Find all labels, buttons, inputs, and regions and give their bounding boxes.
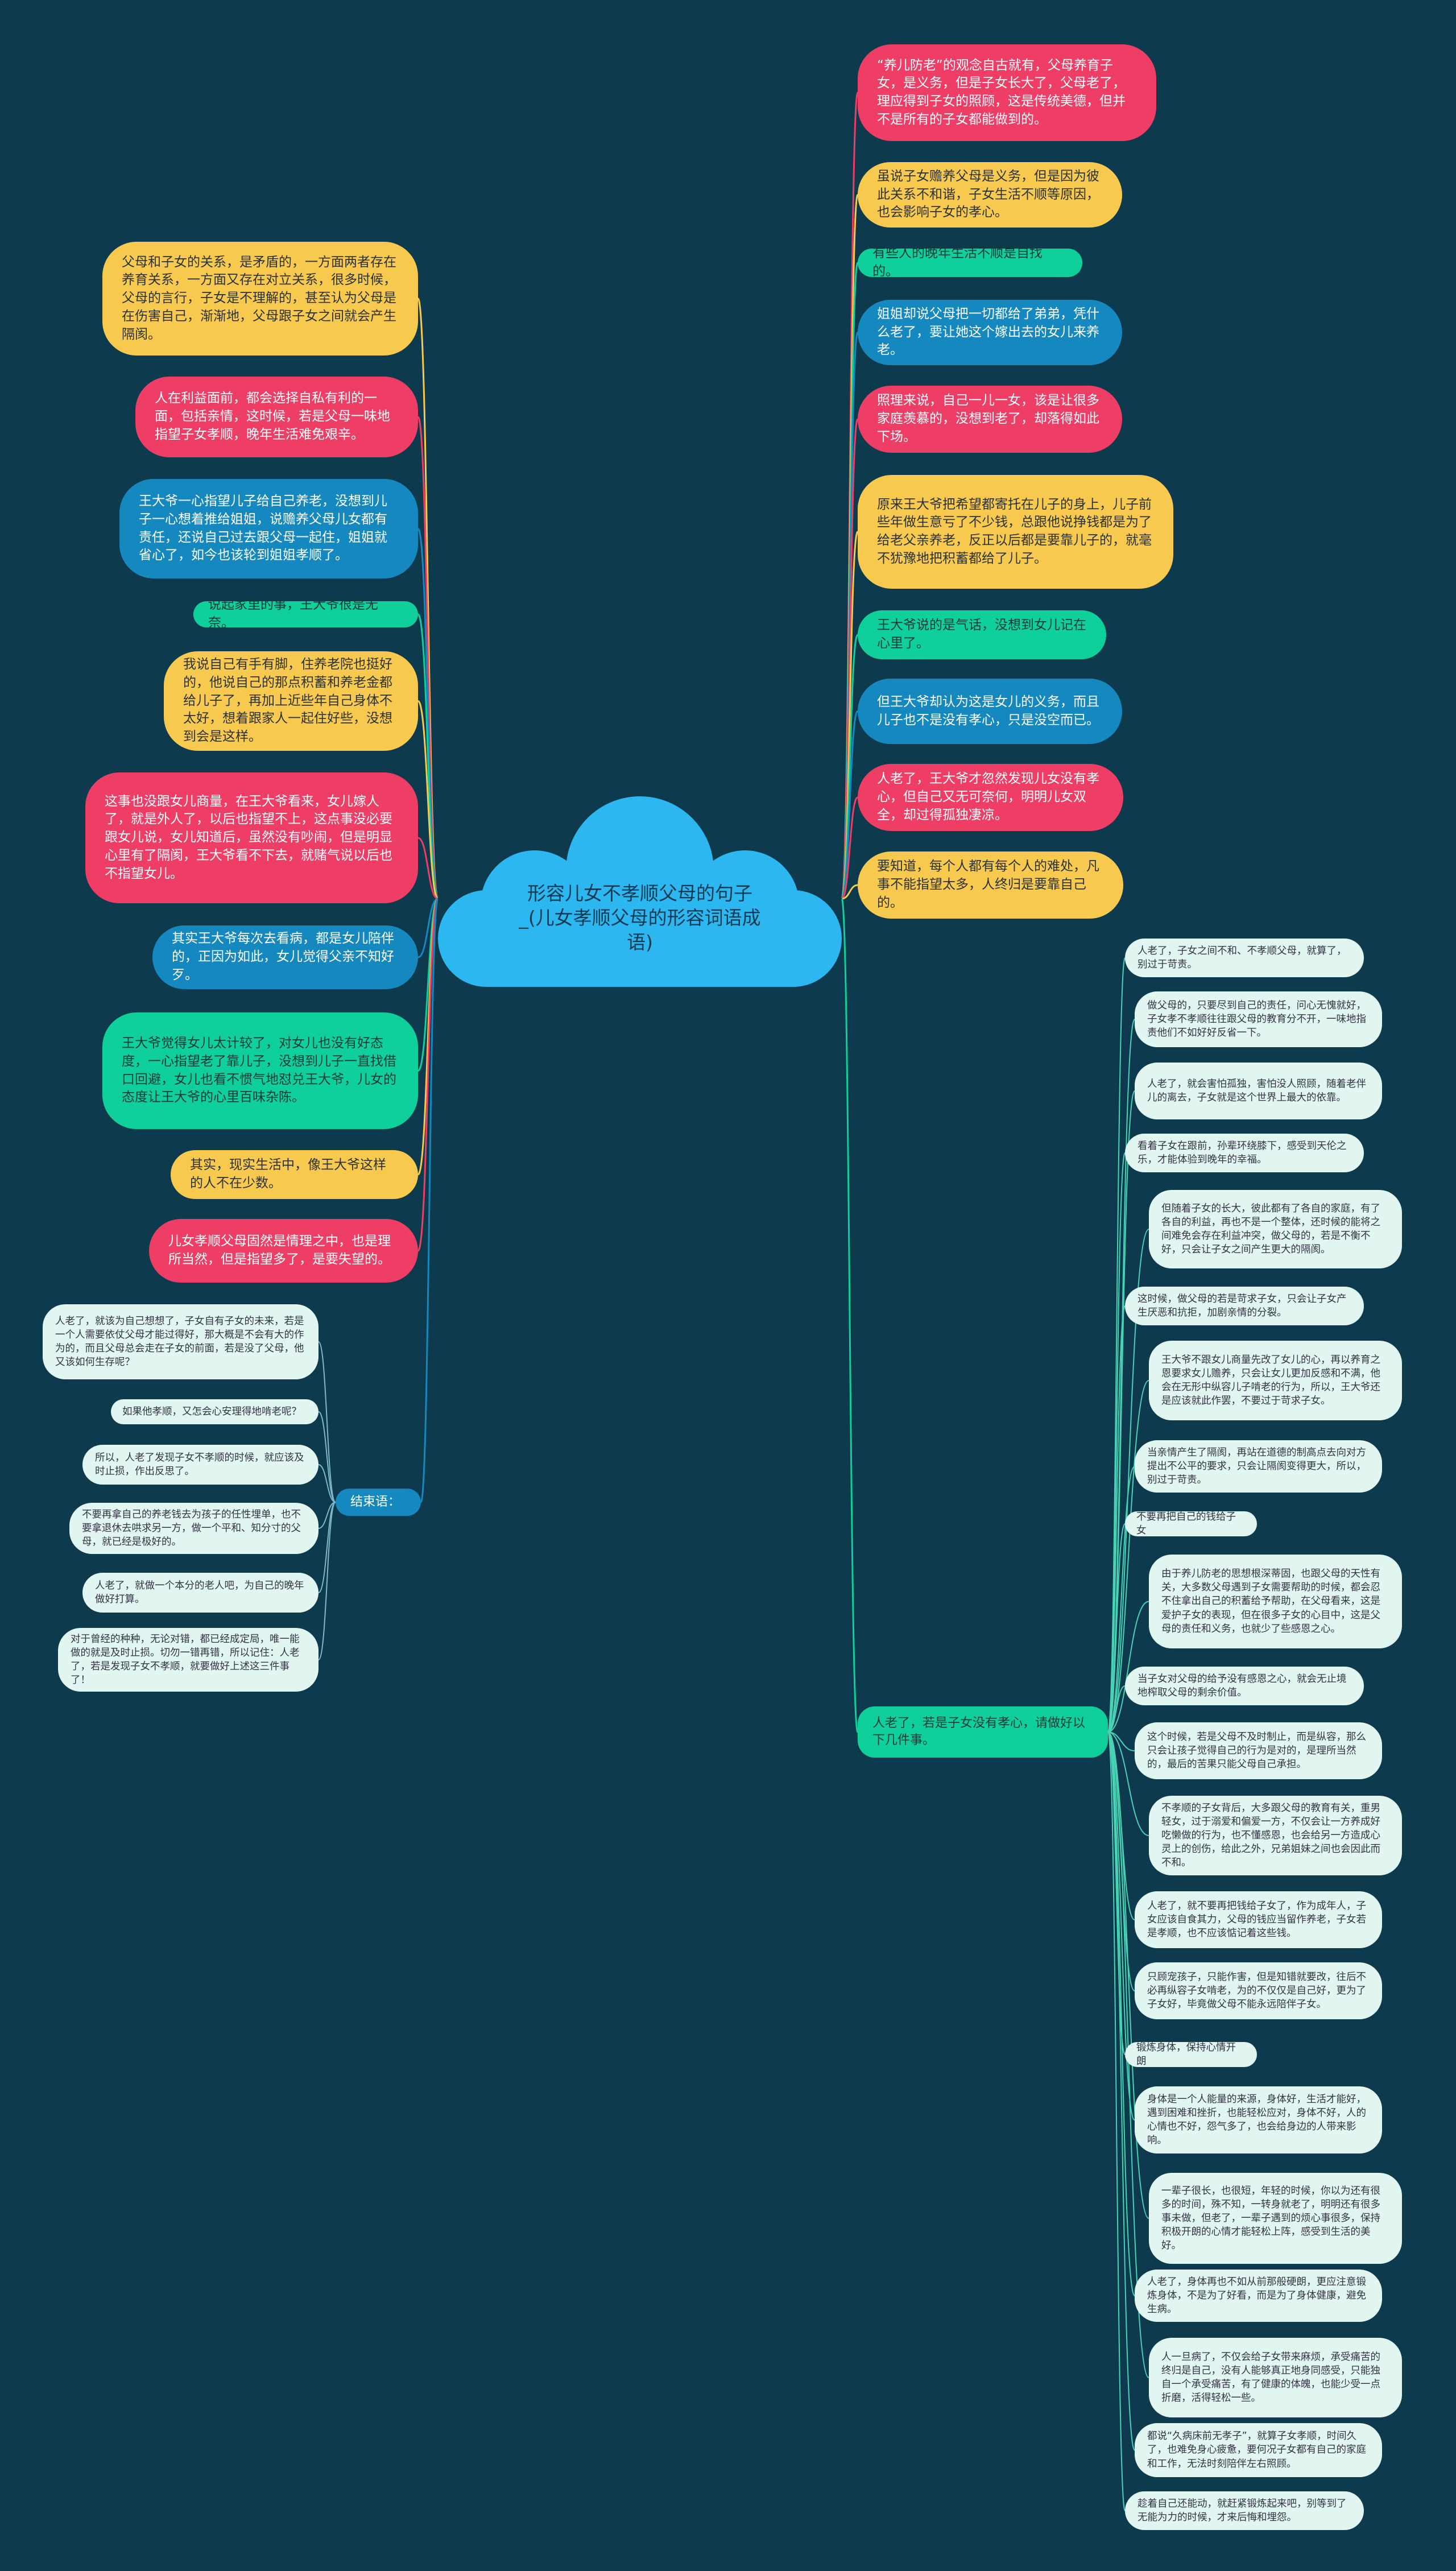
right-branch-6[interactable]: 原来王大爷把希望都寄托在儿子的身上，儿子前些年做生意亏了不少钱，总跟他说挣钱都是… [858, 475, 1173, 589]
right-branch-3[interactable]: 有些人的晚年生活不顺是自找的。 [858, 246, 1082, 279]
connector [1107, 1731, 1135, 2451]
advice-item-6[interactable]: 这时候，做父母的若是苛求子女，只会让子女产生厌恶和抗拒，加剧亲情的分裂。 [1125, 1287, 1364, 1325]
left-branch-3[interactable]: 王大爷一心指望儿子给自己养老，没想到儿子一心想着推给姐姐，说赡养父母儿女都有责任… [119, 479, 418, 578]
advice-item-10[interactable]: 由于养儿防老的思想根深蒂固，也跟父母的天性有关，大多数父母遇到子女需要帮助的时候… [1149, 1555, 1402, 1648]
connector [417, 898, 439, 1252]
advice-item-3[interactable]: 人老了，就会害怕孤独，害怕没人照顾，随着老伴儿的离去，子女就是这个世界上最大的依… [1135, 1063, 1382, 1119]
right-branch-9[interactable]: 人老了，王大爷才忽然发现儿女没有孝心，但自己又无可奈何，明明儿女双全，却过得孤独… [858, 764, 1123, 831]
left-branch-1[interactable]: 父母和子女的关系，是矛盾的，一方面两者存在养育关系，一方面又存在对立关系，很多时… [102, 242, 418, 356]
conclusion-item-1[interactable]: 人老了，就该为自己想想了，子女自有子女的未来，若是一个人需要依仗父母才能过得好，… [43, 1304, 318, 1379]
conclusion-item-6[interactable]: 对于曾经的种种，无论对错，都已经成定局，唯一能做的就是及时止损。切勿一错再错，所… [58, 1628, 318, 1692]
advice-item-7[interactable]: 王大爷不跟女儿商量先改了女儿的心，再以养育之恩要求女儿赡养，只会让女儿更加反感和… [1149, 1341, 1402, 1420]
advice-item-15[interactable]: 只顾宠孩子，只能作害，但是知错就要改，往后不必再纵容子女啃老，为的不仅仅是自己好… [1135, 1962, 1382, 2019]
advice-item-21[interactable]: 都说“久病床前无孝子”，就算子女孝顺，时间久了，也难免身心疲惫，要何况子女都有自… [1135, 2423, 1382, 2477]
advice-item-11[interactable]: 当子女对父母的给予没有感恩之心，就会无止境地榨取父母的剩余价值。 [1125, 1667, 1364, 1705]
connector [1107, 1523, 1126, 1733]
connector [1107, 1466, 1135, 1733]
advice-item-1[interactable]: 人老了，子女之间不和、不孝顺父母，就算了，别过于苛责。 [1125, 939, 1364, 977]
advice-item-18[interactable]: 一辈子很长，也很短，年轻的时候，你以为还有很多的时间，殊不知，一转身就老了，明明… [1149, 2173, 1402, 2264]
connector [1107, 1601, 1149, 1733]
conclusion-item-4[interactable]: 不要再拿自己的养老钱去为孩子的任性埋单，也不要拿退休去哄求另一方，做一个平和、知… [69, 1503, 318, 1554]
right-branch-5[interactable]: 照理来说，自己一儿一女，该是让很多家庭羡慕的，没想到老了，却落得如此下场。 [858, 386, 1122, 453]
advice-item-20[interactable]: 人一旦病了，不仅会给子女带来麻烦，承受痛苦的终归是自己，没有人能够真正地身同感受… [1149, 2338, 1402, 2417]
connector [1107, 1229, 1149, 1733]
connector [318, 1411, 336, 1503]
connector [841, 884, 858, 900]
right-branch-7[interactable]: 王大爷说的是气话，没想到女儿记在心里了。 [858, 610, 1106, 659]
connector [318, 1502, 336, 1660]
advice-item-9[interactable]: 不要再把自己的钱给子女 [1125, 1511, 1257, 1536]
center-cloud-shape [438, 796, 842, 987]
center-topic[interactable]: 形容儿女不孝顺父母的句子_(儿女孝顺父母的形容词语成语) [519, 882, 761, 953]
right-branch-1[interactable]: “养儿防老”的观念自古就有，父母养育子女，是义务，但是子女长大了，父母老了，理应… [858, 44, 1156, 141]
conclusion-item-5[interactable]: 人老了，就做一个本分的老人吧，为自己的晚年做好打算。 [82, 1573, 318, 1613]
left-branch-7[interactable]: 其实王大爷每次去看病，都是女儿陪伴的，正因为如此，女儿觉得父亲不知好歹。 [152, 925, 418, 989]
connector [841, 710, 859, 900]
left-branch-2[interactable]: 人在利益面前，都会选择自私有利的一面，包括亲情，这时候，若是父母一味地指望子女孝… [135, 377, 418, 457]
advice-item-4[interactable]: 看着子女在跟前，孙辈环绕膝下，感受到天伦之乐，才能体验到晚年的幸福。 [1125, 1134, 1364, 1172]
advice-item-17[interactable]: 身体是一个人能量的来源，身体好，生活才能好，遇到困难和挫折，也能轻松应对，身体不… [1135, 2086, 1382, 2153]
connector [417, 700, 439, 900]
connector [841, 898, 859, 1733]
connector [318, 1341, 336, 1503]
advice-item-12[interactable]: 这个时候，若是父母不及时制止，而是纵容，那么只会让孩子觉得自己的行为是对的，是理… [1135, 1722, 1382, 1779]
connector [1107, 1305, 1126, 1733]
left-branch-4[interactable]: 说起家里的事，王大爷很是无奈。 [193, 597, 418, 630]
advice-item-8[interactable]: 当亲情产生了隔阂，再站在道德的制高点去向对方提出不公平的要求，只会让隔阂变得更大… [1135, 1440, 1382, 1493]
conclusion-item-2[interactable]: 如果他孝顺，又怎会心安理得地啃老呢？ [111, 1399, 318, 1424]
connector [1107, 1731, 1149, 2219]
connector [417, 898, 439, 958]
conclusion-item-3[interactable]: 所以，人老了发现子女不孝顺的时候，就应该及时止损，作出反思了。 [82, 1445, 318, 1485]
advice-item-16[interactable]: 锻炼身体，保持心情开朗 [1125, 2042, 1257, 2067]
right-branch-2[interactable]: 虽说子女赡养父母是义务，但是因为彼此关系不和谐，子女生活不顺等原因，也会影响子女… [858, 162, 1122, 228]
left-branch-9[interactable]: 其实，现实生活中，像王大爷这样的人不在少数。 [171, 1150, 418, 1199]
right-branch-8[interactable]: 但王大爷却认为这是女儿的义务，而且儿子也不是没有孝心，只是没空而已。 [858, 679, 1122, 744]
connector [1107, 1731, 1149, 1836]
connector [420, 898, 439, 1503]
conclusion-hub[interactable]: 结束语： [336, 1489, 421, 1516]
advice-item-22[interactable]: 趁着自己还能动，就赶紧锻炼起来吧，别等到了无能为力的时候，才来后悔和埋怨。 [1125, 2491, 1364, 2530]
advice-item-2[interactable]: 做父母的，只要尽到自己的责任，问心无愧就好，子女孝不孝顺往往跟父母的教育分不开，… [1135, 991, 1382, 1047]
right-branch-4[interactable]: 姐姐却说父母把一切都给了弟弟，凭什么老了，要让她这个嫁出去的女儿来养老。 [858, 300, 1122, 365]
connector [417, 837, 439, 900]
right-branch-10[interactable]: 要知道，每个人都有每个人的难处，凡事不能指望太多，人终归是要靠自己的。 [858, 852, 1123, 919]
connector [318, 1502, 336, 1593]
connector [318, 1502, 336, 1529]
connector [1107, 1685, 1126, 1733]
left-branch-6[interactable]: 这事也没跟女儿商量，在王大爷看来，女儿嫁人了，就是外人了，以后也指望不上，这点事… [85, 772, 418, 903]
advice-item-13[interactable]: 不孝顺的子女背后，大多跟父母的教育有关，重男轻女，过于溺爱和偏爱一方，不仅会让一… [1149, 1796, 1402, 1875]
connector [1107, 1731, 1126, 2511]
left-branch-8[interactable]: 王大爷觉得女儿太计较了，对女儿也没有好态度，一心指望老了靠儿子，没想到儿子一直找… [102, 1012, 418, 1129]
advice-item-14[interactable]: 人老了，就不要再把钱给子女了，作为成年人，子女应该自食其力，父母的钱应当留作养老… [1135, 1891, 1382, 1948]
left-branch-5[interactable]: 我说自己有手有脚，住养老院也挺好的，他说自己的那点积蓄和养老金都给儿子了，再加上… [164, 651, 418, 751]
connector [318, 1464, 336, 1503]
left-branch-10[interactable]: 儿女孝顺父母固然是情理之中，也是理所当然，但是指望多了，是要失望的。 [149, 1219, 418, 1283]
advice-hub[interactable]: 人老了，若是子女没有孝心，请做好以下几件事。 [858, 1706, 1108, 1758]
connector [841, 796, 859, 900]
advice-item-19[interactable]: 人老了，身体再也不如从前那般硬朗，更应注意锻炼身体，不是为了好看，而是为了身体健… [1135, 2270, 1382, 2322]
advice-item-5[interactable]: 但随着子女的长大，彼此都有了各自的家庭，有了各自的利益，再也不是一个整体，还时候… [1149, 1190, 1402, 1268]
